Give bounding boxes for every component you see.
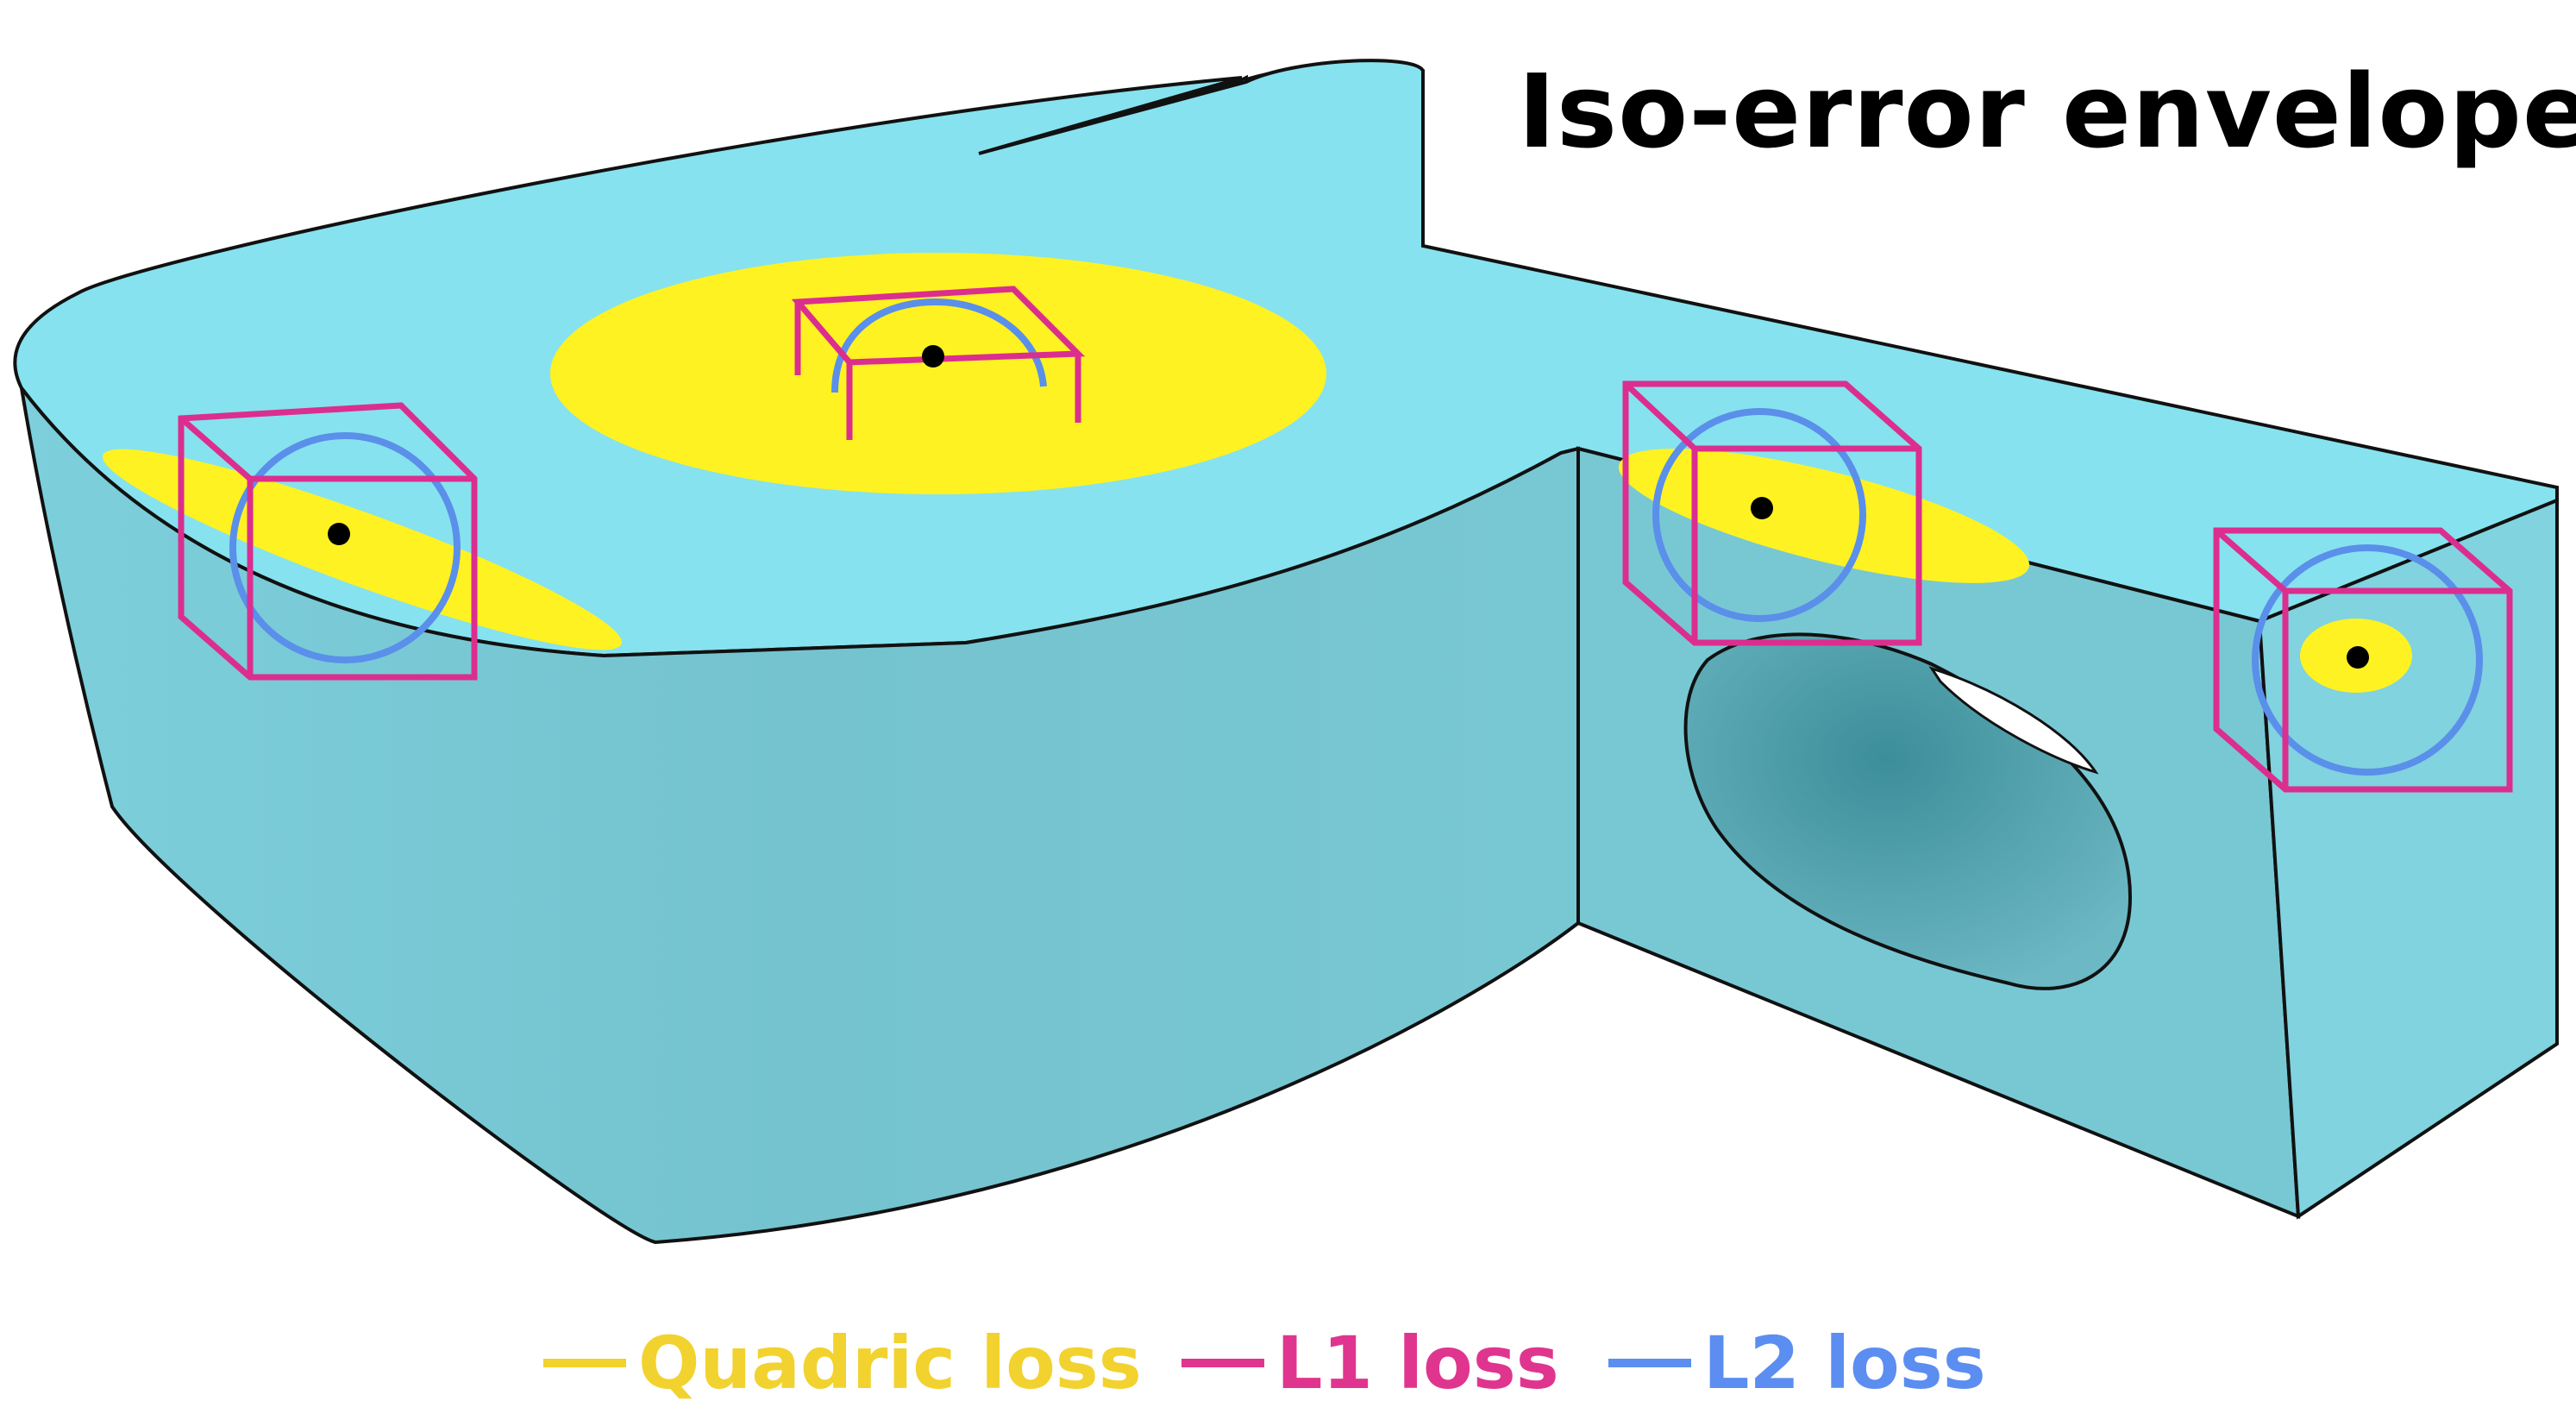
legend-label-l2: L2 loss <box>1703 1321 1986 1405</box>
legend-item-quadric: Quadric loss <box>543 1311 1142 1415</box>
point-top <box>922 345 944 367</box>
point-corner <box>2347 646 2369 669</box>
quadric-envelope-top <box>550 253 1326 494</box>
l1-envelope-top <box>791 286 1086 440</box>
legend-item-l2: L2 loss <box>1608 1311 1986 1415</box>
l2-envelope-left <box>229 432 461 663</box>
legend-label-l1: L1 loss <box>1276 1321 1559 1405</box>
legend-swatch-l1 <box>1181 1359 1264 1367</box>
legend-swatch-l2 <box>1608 1359 1691 1367</box>
l1-envelope-corner <box>2213 527 2513 793</box>
mesh-hole-opening <box>1928 666 2099 775</box>
quadric-envelope-right-edge <box>1618 449 2030 583</box>
point-right <box>1751 497 1773 519</box>
legend-item-l1: L1 loss <box>1181 1311 1559 1415</box>
l2-envelope-corner <box>2252 544 2483 776</box>
legend-label-quadric: Quadric loss <box>638 1321 1142 1405</box>
legend-swatch-quadric <box>543 1359 626 1367</box>
l2-envelope-top <box>831 298 1047 393</box>
mesh-front-left-side <box>20 386 1580 1245</box>
l2-envelope-right <box>1652 408 1866 622</box>
legend: Quadric loss L1 loss L2 loss <box>0 1311 2576 1415</box>
point-left <box>328 523 350 545</box>
figure-title: Iso-error envelopes <box>1518 52 2576 171</box>
quadric-envelope-left-edge <box>102 449 623 650</box>
l1-envelope-right <box>1622 380 1922 646</box>
l1-envelope-left <box>178 402 478 681</box>
